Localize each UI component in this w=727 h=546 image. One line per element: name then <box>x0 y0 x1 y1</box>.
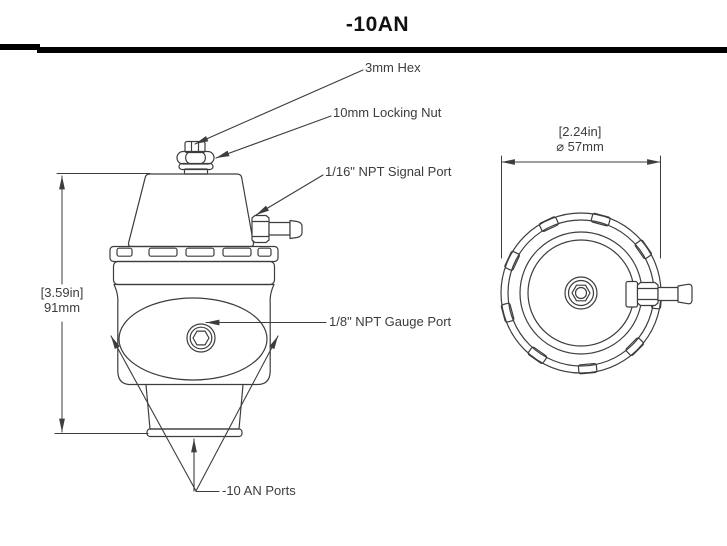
signal-port-side <box>251 214 303 244</box>
diameter-inches: [2.24in] <box>558 124 602 139</box>
callout-locking-nut: 10mm Locking Nut <box>333 105 442 120</box>
leader-locking-nut <box>215 115 332 159</box>
leader-3mm-hex <box>194 69 364 145</box>
leader-an-port-left <box>110 335 197 492</box>
callout-an-ports: -10 AN Ports <box>222 483 296 498</box>
callout-3mm-hex: 3mm Hex <box>365 60 421 75</box>
diameter-mm: ⌀ 57mm <box>556 139 604 154</box>
callout-signal-port: 1/16" NPT Signal Port <box>325 164 452 179</box>
height-dimension <box>54 173 151 434</box>
adjuster-top <box>564 276 598 310</box>
body-collar <box>112 260 276 286</box>
height-dimension-text: [3.59in] 91mm <box>28 285 96 315</box>
locking-nut <box>176 150 215 165</box>
leader-signal-port <box>255 174 324 216</box>
height-mm: 91mm <box>43 300 81 315</box>
adjuster-hex-screw <box>184 140 206 154</box>
regulator-body <box>113 283 275 386</box>
side-view <box>54 140 303 438</box>
top-view <box>500 155 693 375</box>
diameter-dimension <box>501 155 661 259</box>
leader-lines <box>110 69 364 493</box>
diameter-dimension-text: [2.24in] ⌀ 57mm <box>538 124 622 154</box>
serrated-ring <box>109 245 279 263</box>
signal-port-top <box>625 280 693 308</box>
gauge-port <box>186 323 216 353</box>
spring-cap <box>127 173 255 248</box>
callout-gauge-port: 1/8" NPT Gauge Port <box>329 314 452 329</box>
title-rule-left <box>0 44 40 50</box>
leader-an-port-right <box>195 335 279 492</box>
page-title: -10AN <box>345 13 410 36</box>
title-rule <box>37 47 727 53</box>
height-inches: [3.59in] <box>40 285 84 300</box>
grip-notches <box>500 212 663 375</box>
